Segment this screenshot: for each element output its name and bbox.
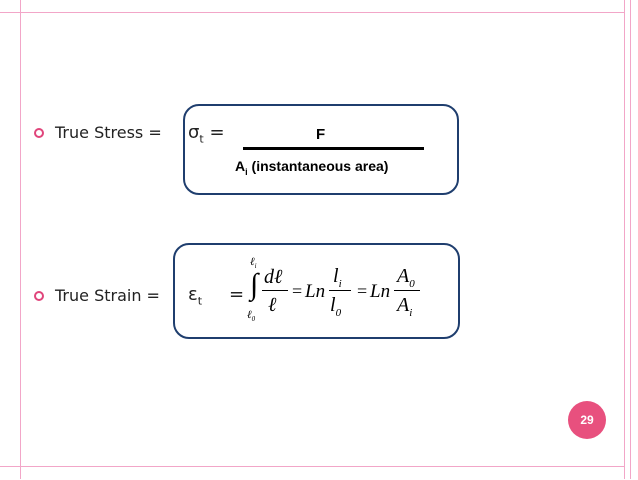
equals-2: = — [357, 281, 368, 301]
frac3-numerator: A0 — [397, 265, 415, 290]
strain-symbol: εt — [188, 284, 203, 308]
frac1-denominator: ℓ — [268, 294, 277, 316]
stress-fraction-line — [243, 147, 424, 150]
strain-formula-box — [173, 243, 460, 339]
frac1-numerator: dℓ — [264, 266, 283, 288]
stress-denominator: Ai (instantaneous area) — [235, 158, 389, 177]
integral-upper-limit: ℓi — [250, 256, 257, 271]
page-number-badge: 29 — [568, 401, 606, 439]
ln-2: Ln — [370, 281, 391, 302]
strain-equals: = — [229, 284, 245, 305]
frac2-line — [329, 290, 351, 291]
strain-label: True Strain = — [55, 286, 166, 305]
stress-label: True Stress = — [55, 123, 167, 142]
stress-symbol-overlay: σt = — [188, 122, 225, 146]
frame-right — [624, 0, 638, 479]
frame-right-inner — [630, 0, 638, 479]
frac3-line — [394, 290, 420, 291]
bullet-icon — [34, 128, 44, 138]
stress-numerator: F — [316, 126, 326, 143]
ln-1: Ln — [305, 281, 326, 302]
frac3-denominator: Ai — [397, 294, 413, 319]
equals-1: = — [292, 281, 303, 301]
integral-sign: ∫ — [250, 268, 259, 301]
bullet-icon — [34, 291, 44, 301]
frame-top — [0, 0, 625, 13]
frame-bottom — [0, 466, 625, 480]
frame-left — [0, 0, 21, 479]
frac2-numerator: li — [333, 265, 342, 290]
frac1-line — [262, 290, 288, 291]
integral-lower-limit: ℓ0 — [247, 309, 256, 324]
frac2-denominator: l0 — [330, 294, 342, 319]
